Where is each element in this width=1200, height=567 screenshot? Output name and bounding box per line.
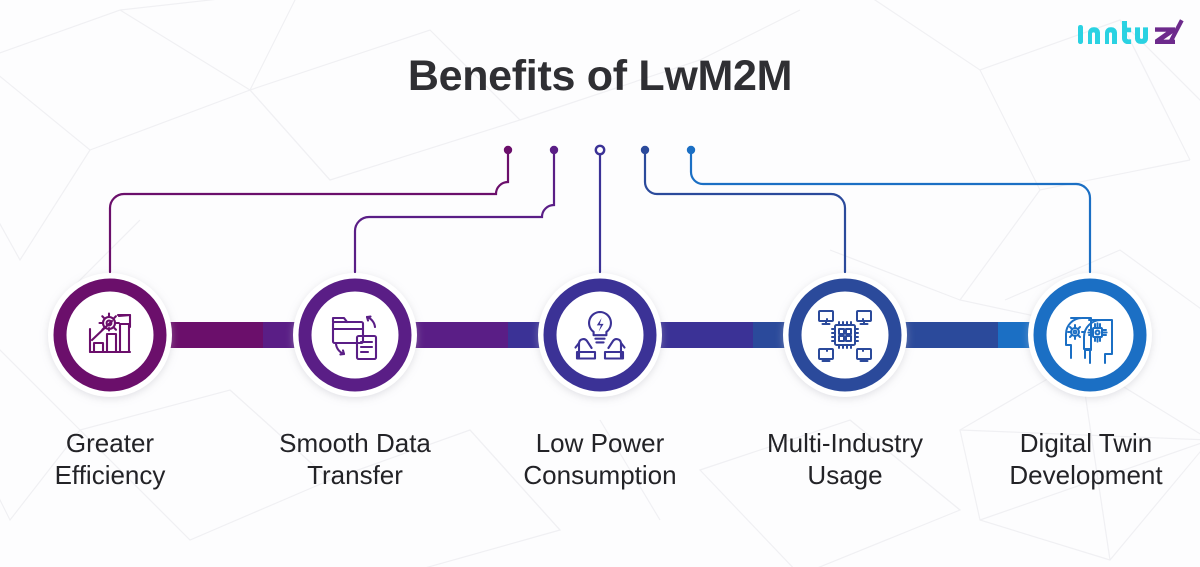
intuz-logo[interactable] [1076,16,1186,50]
bar-chart-gear-arrow-icon [88,312,132,354]
node-label-low-power-consumption: Low Power Consumption [523,428,677,490]
digital-twin-heads-chip-icon [1065,317,1113,364]
node-label-multi-industry-usage: Multi-Industry Usage [766,428,924,490]
folder-document-transfer-icon [331,315,378,361]
node-ring [1033,278,1147,392]
node-ring [298,278,412,392]
node-label-smooth-data-transfer: Smooth Data Transfer [279,428,431,490]
node-disc [802,292,888,378]
node-ring [788,278,902,392]
page-title: Benefits of LwM2M [407,52,793,100]
node-disc [312,292,398,378]
node-ring [543,278,657,392]
microchip-network-monitors-icon [818,310,872,362]
node-label-greater-efficiency: Greater Efficiency [54,428,166,490]
hands-lightbulb-bolt-icon [574,310,626,360]
node-label-digital-twin-development: Digital Twin Development [1009,428,1163,490]
node-ring [53,278,167,392]
